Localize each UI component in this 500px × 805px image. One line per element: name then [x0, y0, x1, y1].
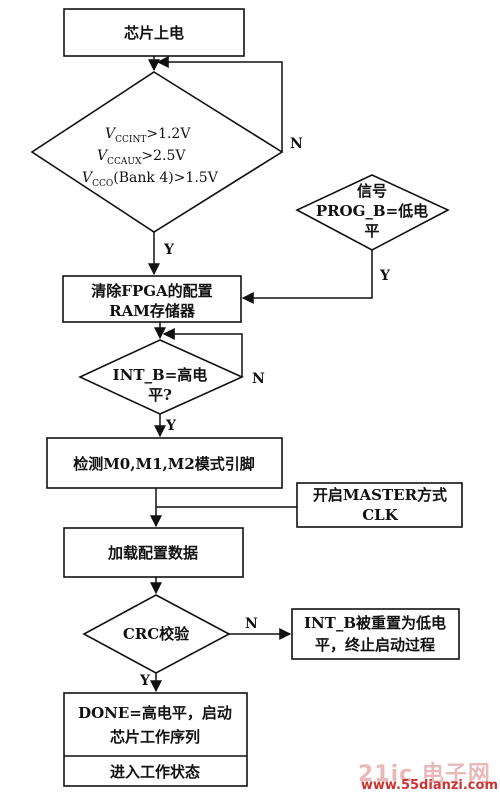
master-clk-label-1: 开启MASTER方式 — [313, 486, 447, 504]
voltage-ccint-label: VCCINT>1.2V — [105, 126, 191, 145]
crc-no-label: N — [245, 616, 258, 632]
done-box — [63, 692, 248, 787]
power-on-label: 芯片上电 — [124, 24, 184, 42]
prog-b-label-1: 信号 — [357, 182, 387, 200]
load-config-label: 加载配置数据 — [107, 544, 198, 562]
crc-label: CRC校验 — [123, 625, 190, 643]
detect-mode-label: 检测M0,M1,M2模式引脚 — [73, 455, 255, 473]
enter-work-label: 进入工作状态 — [110, 763, 200, 781]
master-clk-label-2: CLK — [362, 506, 398, 524]
voltage-no-label: N — [290, 136, 303, 152]
clear-ram-label-2: RAM存储器 — [109, 302, 196, 320]
watermark-logo: 21ic 电子网 — [358, 762, 491, 787]
clear-ram-box — [62, 275, 242, 323]
int-b-yes-label: Y — [165, 418, 177, 434]
done-label-1: DONE=高电平，启动 — [78, 704, 232, 722]
done-label-2: 芯片工作序列 — [110, 728, 200, 746]
int-b-no-label: N — [252, 371, 265, 387]
prog-b-yes-label: Y — [379, 268, 391, 284]
int-b-label-1: INT_B=高电 — [113, 366, 208, 384]
detect-mode-box — [46, 437, 283, 489]
watermark-url: www.55dianzi.com — [360, 778, 498, 793]
prog-b-label-2: PROG_B=低电 — [316, 202, 428, 220]
int-b-reset-label-2: 平，终止启动过程 — [315, 636, 435, 654]
master-clk-box — [296, 482, 463, 528]
int-b-reset-label-1: INT_B被重置为低电 — [304, 614, 446, 632]
clear-ram-label-1: 清除FPGA的配置 — [91, 282, 212, 300]
int-b-label-2: 平? — [148, 386, 172, 404]
int-b-reset-box — [291, 608, 460, 660]
prog-b-label-3: 平 — [364, 222, 379, 240]
load-config-box — [63, 527, 244, 578]
voltage-cco-label: VCCO(Bank 4)>1.5V — [82, 170, 219, 189]
voltage-ccaux-label: VCCAUX>2.5V — [97, 148, 186, 167]
voltage-yes-label: Y — [163, 242, 175, 258]
crc-yes-label: Y — [139, 673, 151, 689]
